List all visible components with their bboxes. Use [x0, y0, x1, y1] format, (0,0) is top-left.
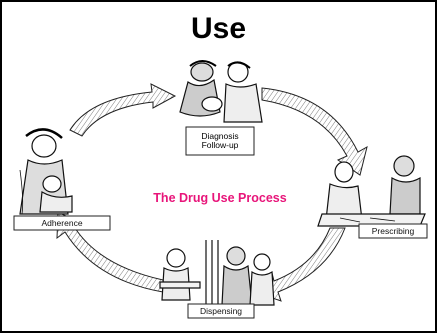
adherence-label: Adherence — [41, 218, 83, 228]
center-label: The Drug Use Process — [153, 191, 287, 205]
prescribing-box — [358, 223, 428, 239]
dispensing-label: Dispensing — [199, 306, 243, 316]
slide-title: Use — [190, 12, 247, 45]
prescribing-illustration — [317, 155, 426, 227]
prescribing-label: Prescribing — [371, 226, 415, 236]
diagnosis-label-line2: Follow-up — [201, 140, 239, 150]
dispensing-illustration — [159, 240, 275, 306]
diagnosis-label-line1: Diagnosis — [201, 130, 239, 141]
diagnosis-illustration — [179, 60, 263, 123]
arrow-adherence-to-diagnosis — [69, 83, 177, 137]
dispensing-box — [187, 303, 255, 319]
arrow-diagnosis-to-prescribing — [261, 87, 368, 176]
diagnosis-label: Diagnosis Follow-up — [186, 127, 254, 155]
adherence-box — [13, 215, 111, 231]
adherence-illustration — [19, 128, 73, 215]
diagnosis-box — [185, 126, 255, 156]
